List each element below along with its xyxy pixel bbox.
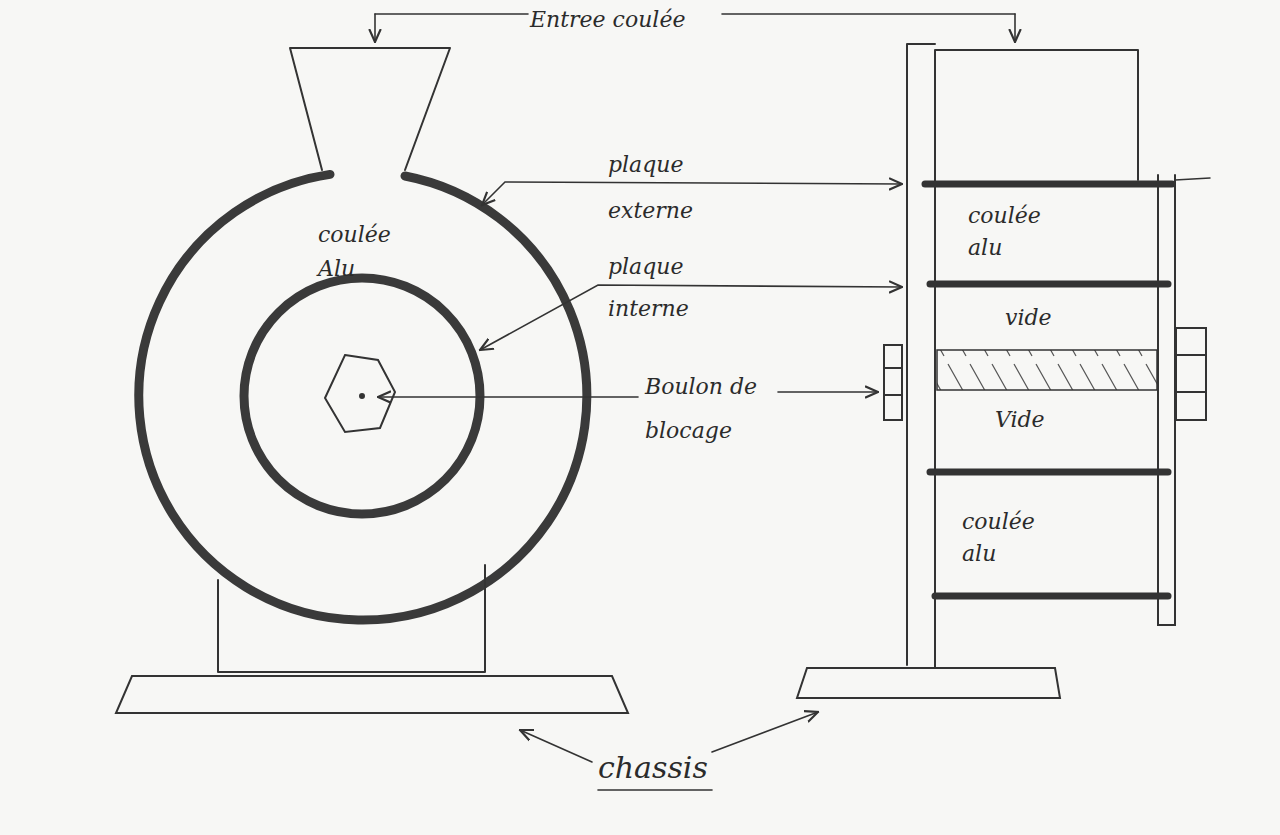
bolt-label: Boulon de blocage	[645, 365, 775, 453]
leader-line	[374, 14, 376, 42]
bolt-shaft	[937, 350, 1157, 390]
inlet-label: Entree coulée	[530, 0, 730, 40]
side-mark	[1175, 178, 1210, 180]
bolt-head	[884, 345, 902, 420]
bolt-nut	[1176, 328, 1206, 420]
leader-line	[1014, 14, 1016, 42]
leader-line	[778, 391, 878, 393]
funnel	[290, 48, 450, 170]
plate-line	[935, 593, 1168, 600]
plate-line	[930, 469, 1168, 476]
plate-label: plaque interne	[608, 246, 703, 330]
bolt-head-lines	[884, 368, 902, 395]
plate-line	[930, 281, 1168, 288]
leader-line	[375, 13, 1015, 15]
plate-line	[925, 181, 1172, 188]
bolt-center	[360, 394, 364, 398]
underline	[598, 789, 712, 791]
leader-line	[520, 730, 592, 762]
chassis-label: chassis	[598, 748, 728, 788]
leader-line	[378, 396, 638, 398]
chassis-legs	[218, 565, 485, 672]
void-label: vide	[1005, 298, 1085, 338]
leader-line	[480, 285, 902, 350]
void-label: Vide	[995, 400, 1075, 440]
inner-plate	[244, 278, 480, 514]
casting-label: coulée Alu	[318, 218, 428, 286]
leader-line	[712, 712, 818, 752]
casting-label: coulée alu	[962, 506, 1062, 570]
chassis-base	[116, 676, 628, 713]
casting-label: coulée alu	[968, 200, 1068, 264]
side-outer-wall	[1158, 175, 1175, 625]
bolt-nut-lines	[1176, 355, 1206, 392]
bolt-hex	[325, 355, 395, 432]
side-chassis-base	[797, 668, 1060, 698]
plate-label: plaque externe	[608, 142, 703, 234]
